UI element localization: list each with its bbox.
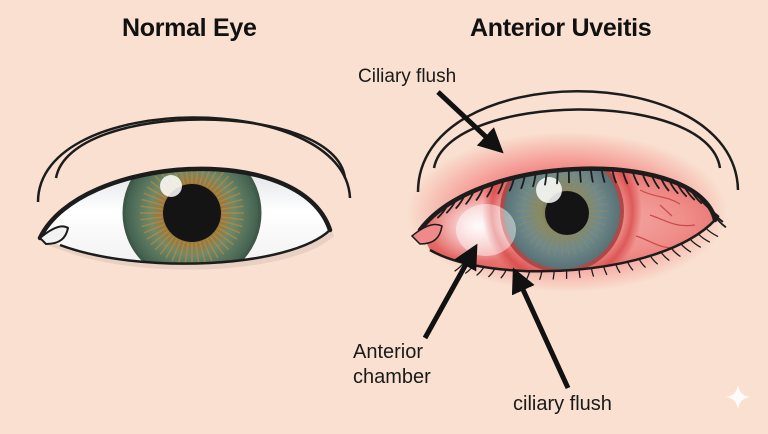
sparkle-icon — [726, 385, 750, 409]
uveitis-eye — [407, 91, 738, 292]
normal-eye-title: Normal Eye — [122, 14, 257, 43]
label-ciliary-flush-bottom: ciliary flush — [513, 393, 612, 416]
eyelash — [557, 170, 558, 183]
normal-eye — [38, 117, 350, 281]
label-anterior-chamber: Anterior chamber — [353, 340, 473, 390]
label-anterior-line1: Anterior — [353, 341, 423, 363]
label-anterior-line2: chamber — [353, 366, 431, 388]
label-ciliary-flush-top: Ciliary flush — [358, 66, 456, 88]
uveitis-eye-title: Anterior Uveitis — [470, 14, 651, 43]
normal-highlight — [160, 175, 182, 197]
anterior-chamber-haze-overlay — [456, 204, 516, 256]
eyelash — [580, 169, 581, 182]
